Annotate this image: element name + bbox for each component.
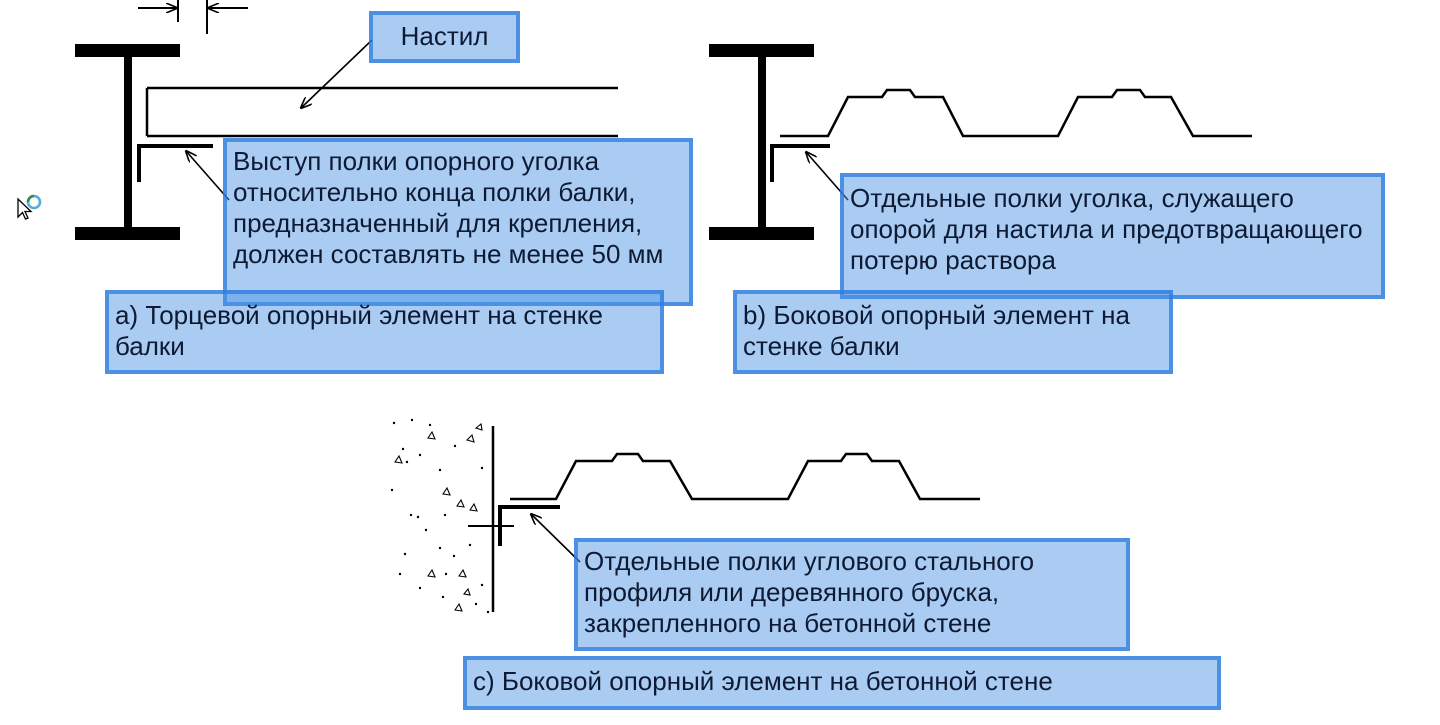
detail-a bbox=[75, 0, 618, 240]
caption-a: a) Торцевой опорный элемент на стенке ба… bbox=[105, 290, 664, 374]
i-beam-b bbox=[709, 44, 814, 240]
profiled-deck-b bbox=[780, 88, 1252, 138]
dimension-arrows-icon bbox=[138, 0, 248, 34]
detail-c bbox=[390, 418, 980, 614]
decking-label: Настил bbox=[369, 11, 520, 63]
i-beam-a bbox=[75, 44, 180, 240]
busy-pointer-icon bbox=[17, 194, 42, 220]
leader-arrow-icon bbox=[301, 39, 373, 108]
leader-arrow-icon bbox=[531, 514, 581, 563]
note-b-angle-support: Отдельные полки уголка, служащего опорой… bbox=[840, 173, 1385, 299]
support-angle-b bbox=[770, 144, 830, 182]
note-c-steel-or-timber: Отдельные полки углового стального профи… bbox=[574, 538, 1130, 651]
decking-slab-a bbox=[145, 86, 618, 138]
caption-c: c) Боковой опорный элемент на бетонной с… bbox=[463, 656, 1221, 710]
support-angle-c bbox=[498, 505, 560, 546]
note-a-angle-projection: Выступ полки опорного уголка относительн… bbox=[223, 138, 693, 306]
caption-b: b) Боковой опорный элемент на стенке бал… bbox=[733, 290, 1173, 374]
profiled-deck-c bbox=[510, 452, 980, 501]
detail-b bbox=[709, 44, 1252, 240]
leader-arrow-icon bbox=[186, 151, 230, 201]
concrete-dots bbox=[390, 418, 490, 614]
concrete-hatch-icon bbox=[394, 422, 483, 612]
support-angle-a bbox=[137, 144, 213, 182]
